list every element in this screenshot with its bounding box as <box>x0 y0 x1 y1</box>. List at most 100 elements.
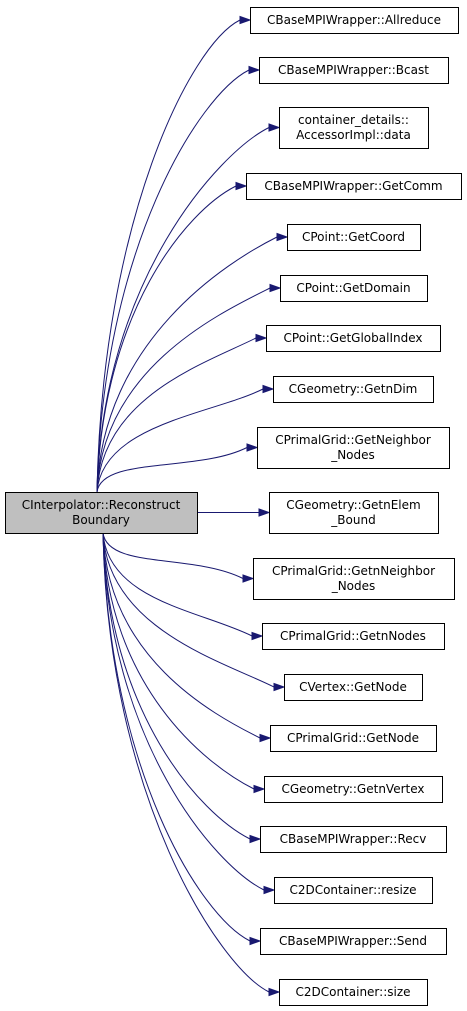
callee-node[interactable]: CPrimalGrid::GetnNodes <box>262 623 445 650</box>
callee-node-box <box>284 674 423 701</box>
callee-node-box <box>266 325 441 352</box>
callee-node-label: CVertex::GetNode <box>299 680 407 694</box>
root-function-node-box <box>5 492 198 534</box>
root-function-node-label: Boundary <box>72 513 130 527</box>
callee-node-label: CPoint::GetGlobalIndex <box>284 331 423 345</box>
call-edge <box>102 532 261 739</box>
callee-node-label: C2DContainer::size <box>295 985 410 999</box>
callee-node-box <box>264 776 443 803</box>
call-edge <box>96 447 248 493</box>
callee-node[interactable]: CPrimalGrid::GetnNeighbor_Nodes <box>253 558 455 600</box>
arrowhead <box>249 936 262 946</box>
arrowhead <box>273 682 286 692</box>
callee-node-label: CBaseMPIWrapper::Recv <box>280 832 427 846</box>
callee-node-label: CPoint::GetCoord <box>302 230 405 244</box>
callee-node-box <box>287 224 421 251</box>
callee-node[interactable]: CVertex::GetNode <box>284 674 423 701</box>
arrowhead <box>263 885 276 895</box>
callee-node[interactable]: CBaseMPIWrapper::Send <box>260 928 447 955</box>
call-edge <box>96 185 237 493</box>
callee-node[interactable]: container_details::AccessorImpl::data <box>279 107 429 149</box>
callee-node-label: CPrimalGrid::GetNeighbor <box>275 433 431 447</box>
call-edge <box>102 532 251 840</box>
call-edge <box>96 337 257 493</box>
callee-node-label: _Nodes <box>331 579 376 593</box>
callee-node-label: AccessorImpl::data <box>296 128 411 142</box>
node-layer: CInterpolator::ReconstructBoundaryCBaseM… <box>5 7 462 1006</box>
callee-node-label: CBaseMPIWrapper::Bcast <box>278 63 429 77</box>
callee-node-box <box>259 57 449 84</box>
callee-node[interactable]: CBaseMPIWrapper::Allreduce <box>250 7 459 34</box>
callee-node[interactable]: CGeometry::GetnElem_Bound <box>269 492 439 534</box>
call-edge <box>96 388 264 493</box>
call-edge <box>102 532 270 993</box>
callee-node-label: CBaseMPIWrapper::Allreduce <box>267 13 441 27</box>
callee-node[interactable]: CPoint::GetGlobalIndex <box>266 325 441 352</box>
callee-node-box <box>262 623 445 650</box>
arrowhead <box>255 333 268 343</box>
callee-node-label: container_details:: <box>298 113 409 127</box>
arrowhead <box>242 574 255 583</box>
callee-node-label: C2DContainer::resize <box>289 883 416 897</box>
callee-node-box <box>260 826 447 853</box>
callee-node-box <box>257 427 450 469</box>
call-edge <box>96 127 270 493</box>
call-edge <box>96 69 250 493</box>
call-edge <box>102 532 255 790</box>
callee-node-box <box>279 979 428 1006</box>
edge-layer <box>96 15 289 997</box>
arrowhead <box>262 384 275 394</box>
callee-node[interactable]: CPoint::GetCoord <box>287 224 421 251</box>
arrowhead <box>268 123 281 132</box>
callee-node-label: CPrimalGrid::GetnNodes <box>280 629 426 643</box>
callee-node-label: _Nodes <box>330 448 375 462</box>
callee-node-box <box>279 107 429 149</box>
call-edge <box>96 236 278 493</box>
arrowhead <box>269 283 282 293</box>
call-edge <box>96 19 241 493</box>
callee-node-label: CGeometry::GetnElem <box>286 498 420 512</box>
arrowhead <box>235 181 248 191</box>
arrowhead <box>248 65 261 75</box>
callee-node-box <box>253 558 455 600</box>
callee-node[interactable]: CGeometry::GetnVertex <box>264 776 443 803</box>
call-edge <box>96 287 271 493</box>
call-edge <box>102 532 244 579</box>
arrowhead <box>246 443 259 452</box>
arrowhead <box>239 15 252 25</box>
callee-node-label: CPrimalGrid::GetNode <box>287 731 419 745</box>
callee-node[interactable]: CBaseMPIWrapper::GetComm <box>246 173 462 200</box>
callee-node-label: CBaseMPIWrapper::Send <box>279 934 427 948</box>
arrowhead <box>253 784 266 794</box>
call-edge <box>102 532 253 637</box>
arrowhead <box>259 733 272 743</box>
callee-node-box <box>250 7 459 34</box>
callee-node-label: CGeometry::GetnDim <box>289 382 418 396</box>
callee-node-box <box>269 492 439 534</box>
callee-node[interactable]: CPoint::GetDomain <box>280 275 428 302</box>
callee-node-box <box>260 928 447 955</box>
arrowhead <box>268 987 281 997</box>
callee-node-box <box>246 173 462 200</box>
callee-node-label: CGeometry::GetnVertex <box>282 782 425 796</box>
callee-node[interactable]: CPrimalGrid::GetNode <box>270 725 437 752</box>
callee-node-box <box>270 725 437 752</box>
callee-node-label: CPoint::GetDomain <box>296 281 410 295</box>
callee-node[interactable]: C2DContainer::size <box>279 979 428 1006</box>
callee-node[interactable]: CBaseMPIWrapper::Bcast <box>259 57 449 84</box>
callee-node-label: CBaseMPIWrapper::GetComm <box>264 179 442 193</box>
callee-node[interactable]: C2DContainer::resize <box>274 877 433 904</box>
callee-node[interactable]: CGeometry::GetnDim <box>273 376 434 403</box>
callee-node[interactable]: CPrimalGrid::GetNeighbor_Nodes <box>257 427 450 469</box>
call-edge <box>102 532 265 891</box>
arrowhead <box>258 508 271 517</box>
callee-node[interactable]: CBaseMPIWrapper::Recv <box>260 826 447 853</box>
root-function-node-label: CInterpolator::Reconstruct <box>22 498 181 512</box>
callee-node-label: CPrimalGrid::GetnNeighbor <box>272 564 435 578</box>
callee-node-box <box>280 275 428 302</box>
call-edge <box>102 532 275 688</box>
arrowhead <box>251 631 264 641</box>
arrowhead <box>249 834 262 844</box>
